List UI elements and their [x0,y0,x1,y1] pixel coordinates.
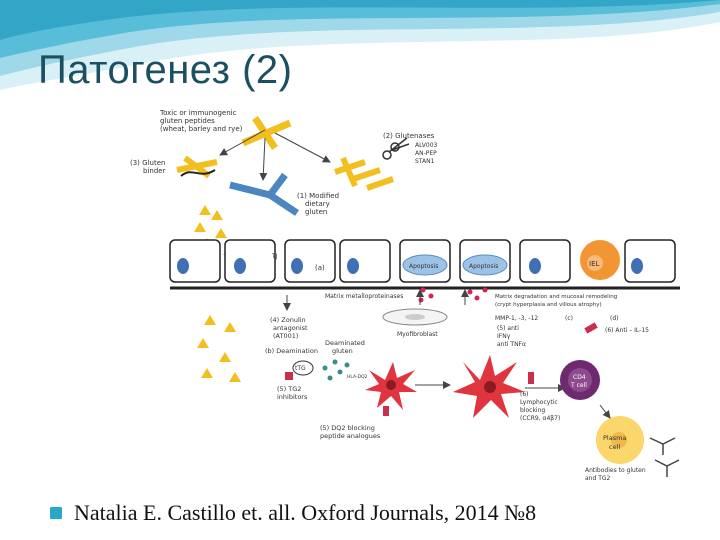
lymphocytic-inhibitor [528,372,534,384]
toxic-label-3: (wheat, barley and rye) [160,125,243,133]
cytokine-dots [418,287,488,303]
dendritic-cell-activated-icon [453,355,525,418]
modified-label-1: (1) Modified [297,192,339,200]
tg2-label-1: (5) TG2 [277,385,301,393]
bullet-icon [50,507,62,519]
remodeling-label-1: Matrix degradation and mucosal remodelin… [495,294,617,300]
lymphocytic-label-1: (6) [520,391,529,398]
zonulin-label-3: (AT001) [273,332,298,340]
gluten-binder-icon [176,155,218,179]
lymphocytic-label-2: Lymphocytic [520,399,558,406]
lymphocytic-label-4: (CCR9, α4β7) [520,415,560,422]
dq2-label-2: peptide analogues [320,432,381,440]
dq2-label-1: (5) DQ2 blocking [320,424,375,432]
matrix-label: Matrix metalloproteinases [325,293,403,300]
mmp-label: MMP-1, -3, -12 [495,315,538,322]
d-label: (d) [610,315,619,322]
glutenases-label-2: ALV003 [415,142,438,149]
hla-label: HLA-DQ2 [347,374,368,380]
apoptosis-blobs [402,254,508,276]
tg2-inhibitor-icon [285,372,293,380]
antibody-icon [649,437,680,477]
pathogenesis-diagram: Toxic or immunogenic gluten peptides (wh… [130,109,680,482]
dendritic-cell-icon [365,362,417,410]
citation-line: Natalia E. Castillo et. all. Oxford Jour… [50,500,710,526]
deaminated-peptides [322,359,350,381]
cleaved-gluten-icon [334,156,394,191]
remodeling-label-2: (crypt hyperplasia and villous atrophy) [495,302,602,308]
ifn-label-3: anti TNFα [497,341,526,348]
anti-il15-label: (6) Anti – IL-15 [605,327,649,334]
antibodies-label-2: and TG2 [585,475,611,482]
modified-label-3: gluten [305,208,327,216]
tj-label: TJ [271,253,278,260]
ifn-label-2: IFNγ [497,333,511,340]
gluten-peptide-icon [241,116,292,150]
citation-text: Natalia E. Castillo et. all. Oxford Jour… [74,500,537,525]
modified-label-2: dietary [305,200,330,208]
glutenases-label-4: STAN1 [415,158,435,165]
gluten-triangles-lamina [197,315,241,382]
plasma-label-2: cell [609,443,620,451]
binder-label-1: (3) Gluten [130,159,165,167]
lymphocytic-label-3: blocking [520,407,545,414]
apoptosis-label-2: Apoptosis [469,263,498,270]
binder-label-2: binder [143,167,166,175]
zonulin-label-2: antagonist [273,324,308,332]
zonulin-label-1: (4) Zonulin [270,316,306,324]
deaminated-label-1: Deaminated [325,339,365,347]
ifn-label-1: (5) anti [497,325,519,332]
iel-label: IEL [589,260,599,268]
cd4-label-2: T cell [570,382,587,389]
header-wave [0,0,720,90]
deamination-label: (b) Deamination [265,347,318,355]
modified-gluten-icon [229,172,299,216]
glutenases-label-1: (2) Glutenases [383,132,435,140]
tg2-label-2: inhibitors [277,393,308,401]
glutenases-label-3: AN-PEP [415,150,437,157]
anti-il15-inhibitor [584,322,598,334]
antibodies-label-1: Antibodies to gluten [585,467,646,474]
ttg-label: tTG [295,365,306,372]
slide-title: Патогенез (2) [38,48,293,92]
dq2-inhibitor [383,406,389,416]
a-label: (a) [315,264,325,272]
c-label: (c) [565,315,573,322]
scissors-icon [382,137,410,160]
toxic-label-2: gluten peptides [160,117,215,125]
deaminated-label-2: gluten [332,347,353,355]
myofibroblast-label: Myofibroblast [397,331,438,338]
ttg-enzyme [292,360,314,376]
toxic-label-1: Toxic or immunogenic [159,109,237,117]
cd4-label-1: CD4 [573,374,586,381]
plasma-label-1: Plasma [603,434,626,442]
apoptosis-label-1: Apoptosis [409,263,438,270]
